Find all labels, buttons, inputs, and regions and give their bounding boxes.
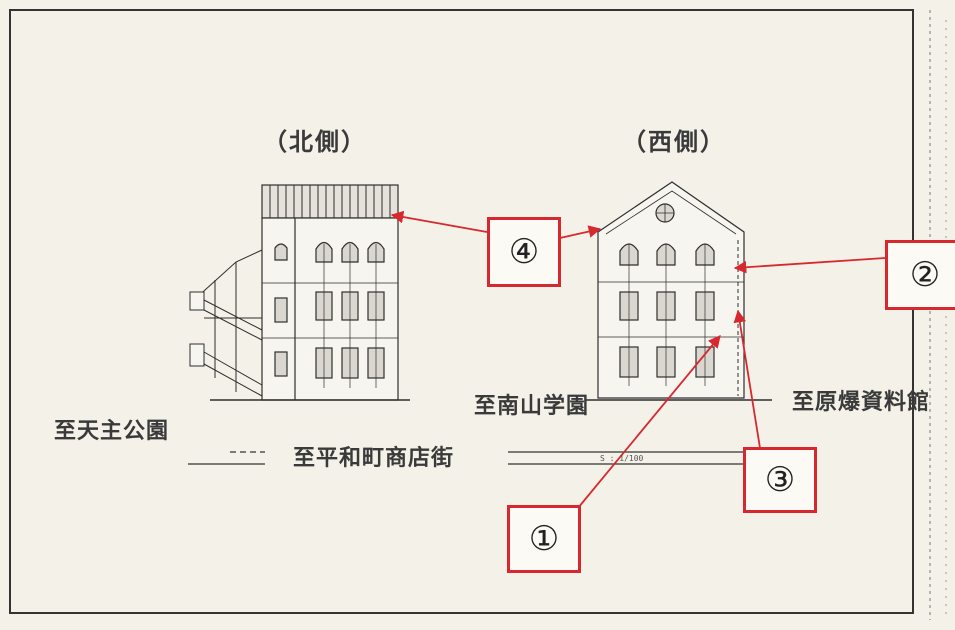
- north-arched-windows: [315, 241, 385, 379]
- arrow-4-to-north-roof: [390, 210, 488, 233]
- direction-genbaku-label: 至原爆資料館: [792, 390, 931, 415]
- north-roof-railing: [261, 184, 399, 219]
- street-lines: [188, 451, 746, 465]
- callout-box-4: ④: [487, 217, 561, 287]
- direction-heiwa-label: 至平和町商店街: [293, 446, 455, 471]
- west-arched-windows: [619, 243, 715, 378]
- arrow-1-to-window: [577, 335, 721, 509]
- scale-note: S : 1/100: [600, 454, 644, 463]
- callout-box-1: ①: [507, 505, 581, 573]
- north-elevation-heading: （北側）: [263, 128, 367, 156]
- callout-box-2: ②: [885, 240, 955, 310]
- direction-nanzan-label: 至南山学園: [474, 394, 590, 419]
- north-building: [189, 184, 399, 401]
- west-gable-inner: [605, 190, 737, 235]
- arrow-4-to-west-gable: [559, 225, 602, 239]
- direction-tenshu-label: 至天主公園: [54, 419, 170, 444]
- arrow-2-to-west-wall: [733, 257, 886, 274]
- page-frame: [9, 9, 914, 614]
- callout-box-3: ③: [743, 447, 817, 513]
- arrow-3-to-west-wall: [733, 309, 761, 449]
- callout-arrows: [390, 210, 886, 509]
- north-railing-bars: [269, 185, 391, 218]
- west-elevation-heading: （西側）: [622, 128, 726, 156]
- north-narrow-windows: [274, 243, 288, 377]
- north-external-stair: [189, 249, 263, 397]
- west-building: [597, 181, 745, 399]
